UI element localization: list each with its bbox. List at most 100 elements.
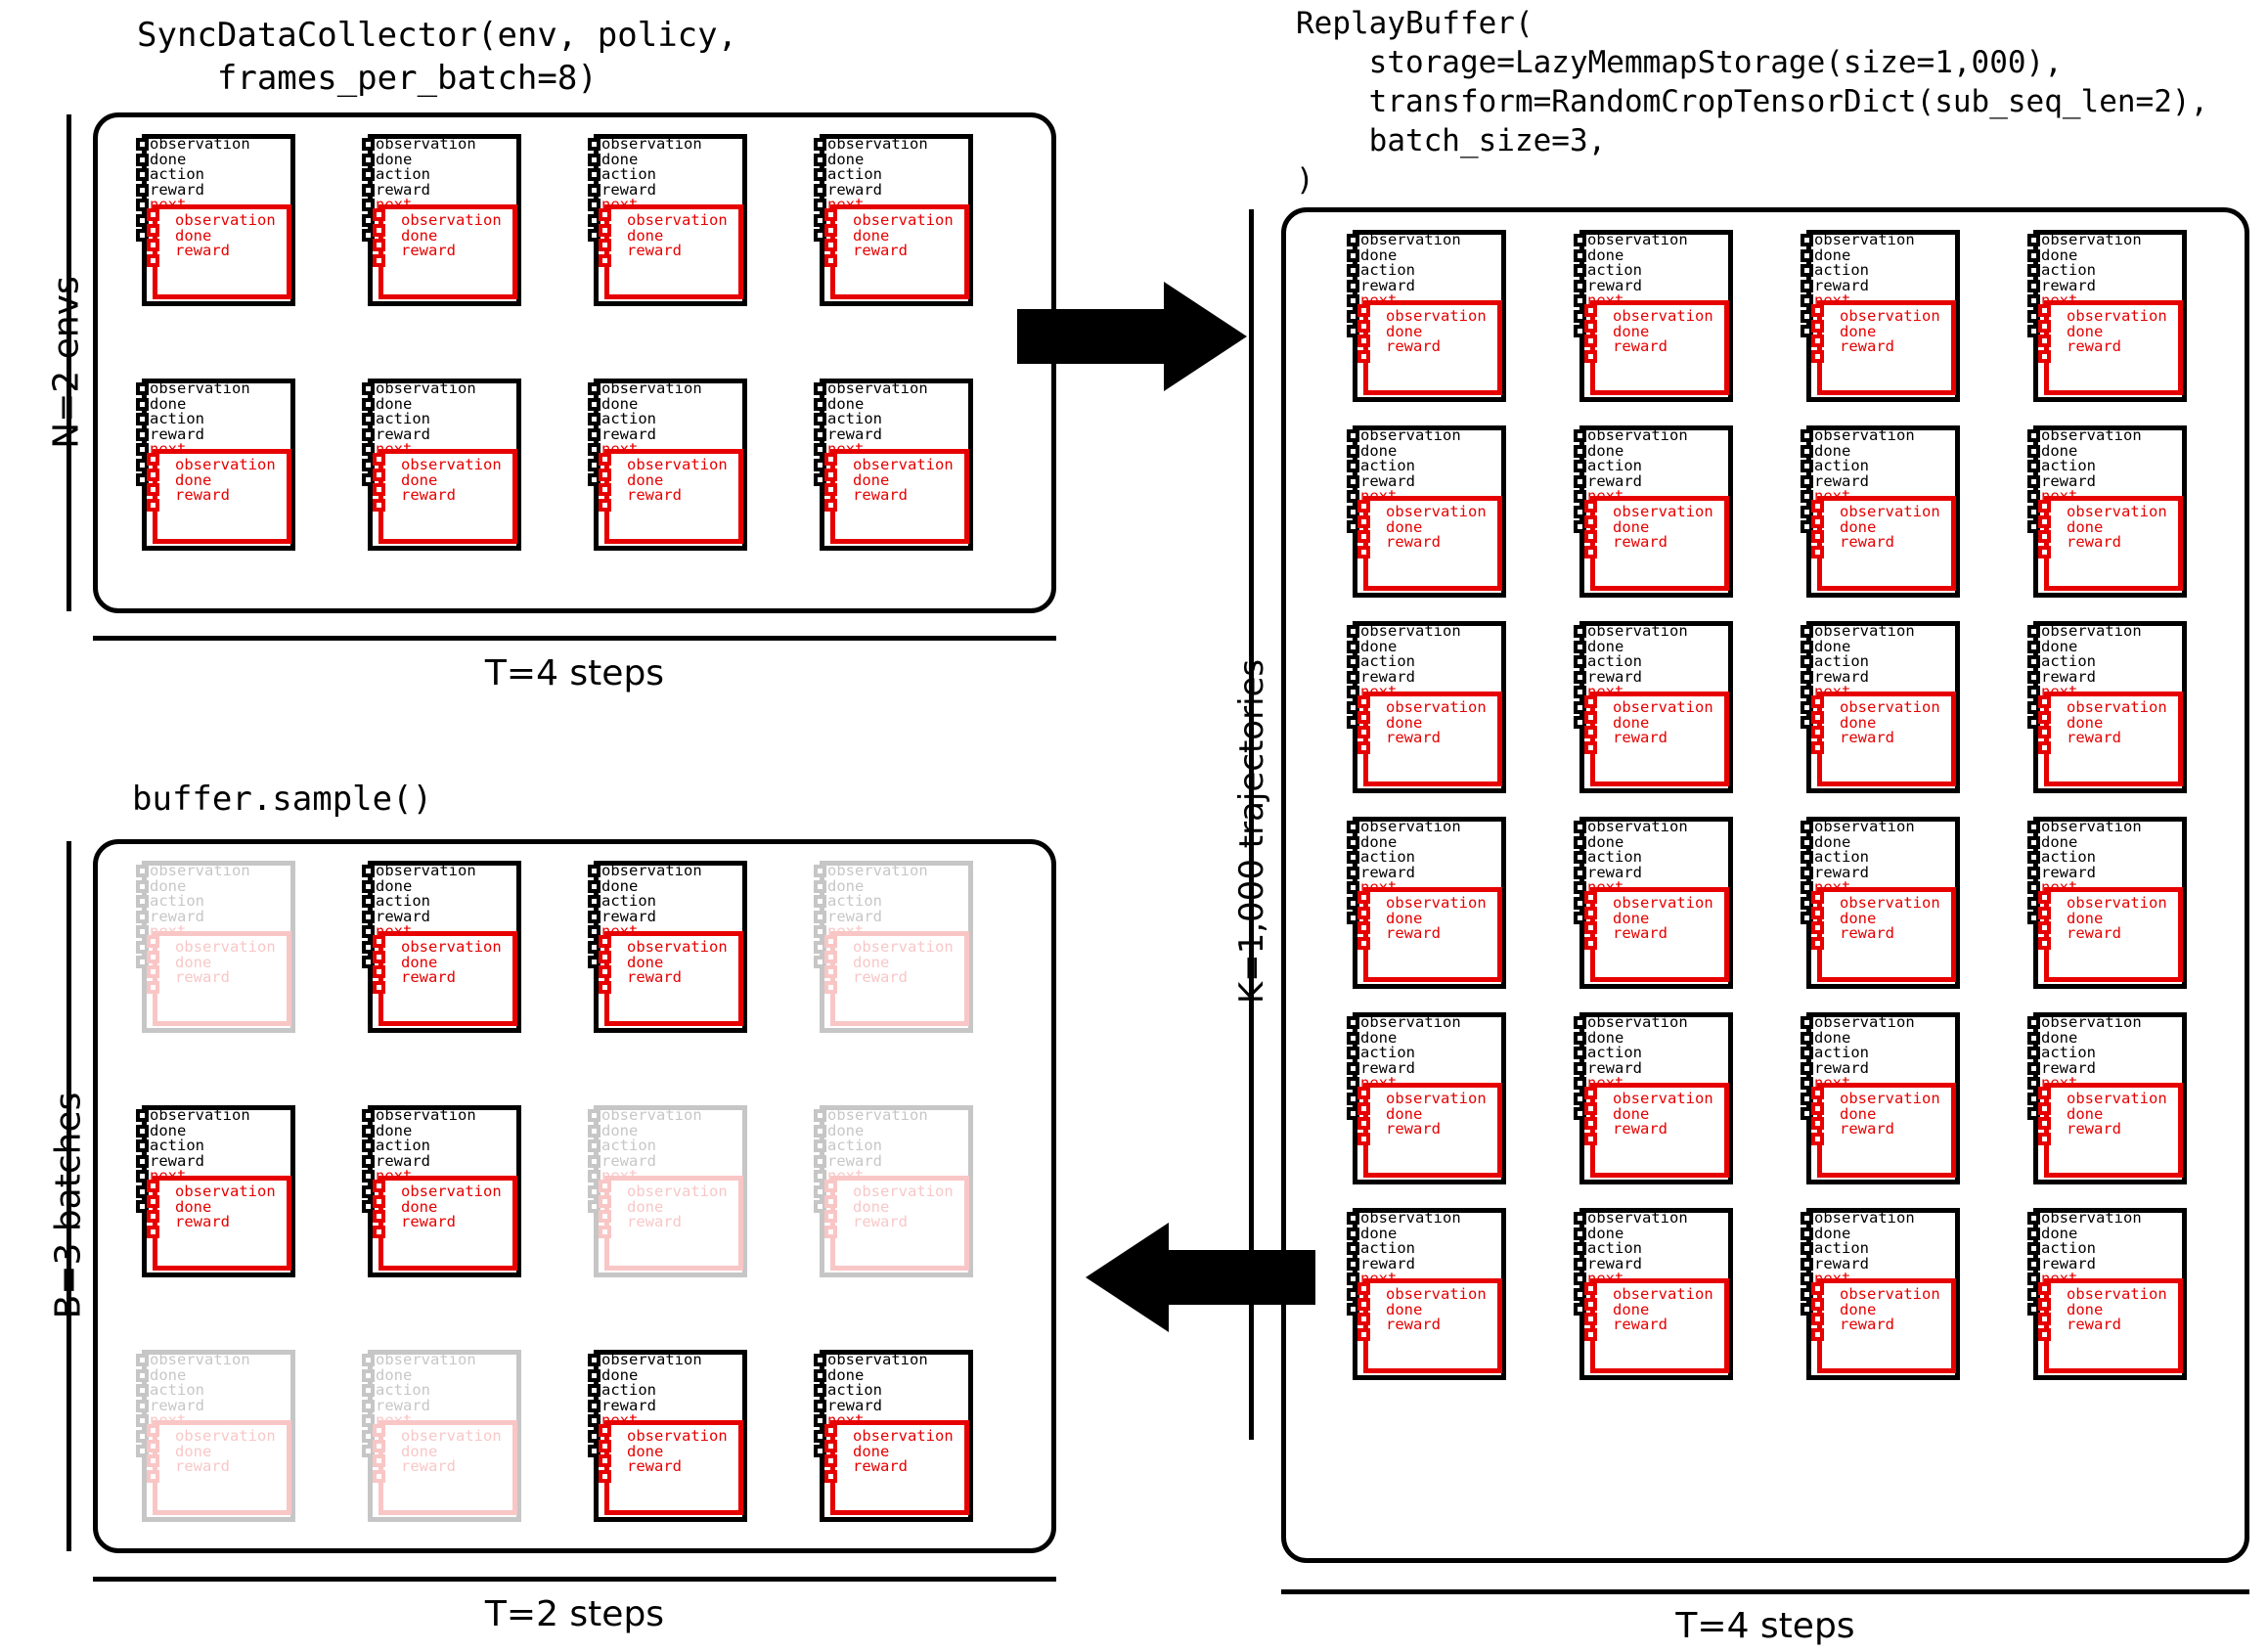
tensordict-nested-spine	[1363, 300, 1368, 395]
tensordict-key-nub	[1574, 490, 1586, 503]
tensordict-nested-key-nub	[1811, 921, 1824, 934]
tensordict-key: reward	[601, 1151, 656, 1170]
tensordict-nested-key-item: observation	[2067, 894, 2167, 912]
tensordict-key-nub	[588, 910, 600, 923]
tensordict-key-nub	[2027, 1077, 2040, 1090]
tensordict-key-nub	[362, 865, 375, 877]
tensordict-nested-key-nub	[147, 1225, 159, 1238]
tensordict-key-nub	[1347, 640, 1359, 653]
tensordict-nested-key-item: observation	[1386, 307, 1487, 325]
tensordict-nested-spine	[1590, 300, 1595, 395]
tensordict-key: action	[150, 1137, 204, 1154]
tensordict-key-nub	[588, 153, 600, 166]
tensordict-nested-key-item: observation	[627, 211, 728, 229]
tensordict-nested-key-nub	[599, 935, 611, 948]
tensordict-nested-key-nub	[1357, 906, 1370, 919]
tensordict-nested-spine	[2044, 496, 2049, 591]
tensordict-nested-spine	[604, 204, 609, 299]
tensordict-key-nub	[2027, 294, 2040, 307]
tensordict-key: reward	[376, 907, 430, 925]
sample-cols-axis-label: T=2 steps	[484, 1594, 665, 1634]
tensordict-nested-key-item: done	[1386, 1300, 1423, 1318]
tensordict-nested-key: next	[150, 1411, 187, 1429]
tensordict-key: done	[1814, 246, 1851, 264]
tensordict-key: observation	[376, 380, 476, 397]
tensordict-nested-key-nub	[1584, 726, 1597, 738]
tensordict-key: done	[2041, 1224, 2078, 1242]
tensordict-nested-key-nub	[1811, 530, 1824, 543]
tensordict-nested-key-nub	[599, 1194, 611, 1208]
tensordict-nested-key-nub	[824, 1439, 837, 1452]
tensordict-key: observation	[150, 862, 250, 879]
tensordict-nested-key-nub	[599, 468, 611, 481]
tensordict-nested-spine	[378, 1420, 383, 1515]
tensordict-key-nub	[1574, 1061, 1586, 1075]
tensordict-key-nub	[2027, 640, 2040, 653]
tensordict-nested-key-nub	[1357, 1313, 1370, 1325]
tensordict-nested-key-nub	[373, 1210, 385, 1223]
tensordict-key: done	[2041, 637, 2078, 655]
tensordict-key-nub	[1347, 625, 1359, 638]
tensordict-outer-box	[368, 1350, 521, 1522]
tensordict-key-nub	[588, 1109, 600, 1122]
tensordict-key-nub	[1801, 234, 1813, 246]
tensordict-nested-key-nub	[147, 498, 159, 512]
tensordict-nested-key-nub	[599, 239, 611, 251]
tensordict-key-nub	[1801, 821, 1813, 833]
tensordict-nested-key-item: done	[1386, 517, 1423, 536]
tensordict-nested-key-item: done	[627, 470, 664, 489]
tensordict-key-nub	[2027, 1047, 2040, 1059]
tensordict-key: reward	[2041, 863, 2096, 881]
tensordict-nested-key-item: done	[2067, 1104, 2104, 1123]
tensordict-key-nub	[1801, 1061, 1813, 1075]
tensordict-nested-key-nub	[599, 253, 611, 267]
tensordict-key: observation	[827, 1351, 928, 1368]
tensordict-key: observation	[2041, 1209, 2142, 1227]
collector-cols-axis-line	[93, 636, 1056, 641]
tensordict-key-nub	[1574, 474, 1586, 488]
tensordict-key: observation	[1814, 426, 1915, 444]
tensordict-nested-key-nub	[2038, 1327, 2051, 1341]
tensordict-key-nub	[1574, 851, 1586, 864]
tensordict-nested-key-nub	[1811, 1282, 1824, 1295]
tensordict-key-nub	[1574, 655, 1586, 668]
tensordict-nested-key-item: observation	[401, 456, 502, 473]
tensordict-nested-key-item: observation	[1613, 1090, 1713, 1107]
tensordict-nested-key-item: reward	[1386, 337, 1441, 355]
tensordict-key-nub	[588, 879, 600, 893]
tensordict-key-nub	[1574, 866, 1586, 879]
tensordict-nested-key-item: reward	[1840, 924, 1894, 942]
tensordict-nested-key-nub	[599, 453, 611, 466]
tensordict-key-nub	[362, 1368, 375, 1382]
tensordict-key: reward	[827, 907, 882, 925]
tensordict-key-nub	[362, 1124, 375, 1138]
tensordict-key-nub	[136, 1124, 149, 1138]
tensordict-key-nub	[1574, 1227, 1586, 1240]
tensordict-nested-key-nub	[147, 453, 159, 466]
tensordict-key: observation	[2041, 1013, 2142, 1031]
tensordict-nested-key-nub	[1357, 1297, 1370, 1311]
tensordict-nested-spine	[1817, 496, 1822, 591]
tensordict-nested-key-nub	[147, 223, 159, 237]
tensordict-key: action	[376, 892, 430, 910]
tensordict-nested-key-nub	[373, 223, 385, 237]
tensordict-nested-key-item: done	[175, 1442, 212, 1460]
tensordict-nested-key-nub	[2038, 695, 2051, 708]
tensordict-key-nub	[1801, 1257, 1813, 1271]
